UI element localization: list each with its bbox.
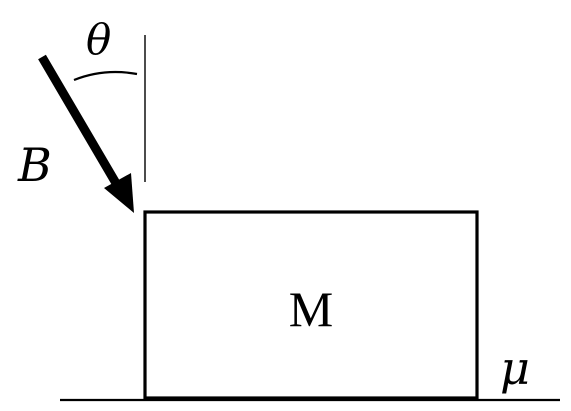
block-label: M (289, 281, 333, 337)
friction-label: μ (500, 341, 530, 395)
angle-label: θ (86, 15, 111, 64)
angle-arc (73, 70, 138, 82)
block-rectangle (143, 210, 479, 400)
force-label: B (17, 138, 52, 192)
force-arrow-shaft (38, 54, 124, 193)
force-arrowhead (104, 173, 134, 213)
